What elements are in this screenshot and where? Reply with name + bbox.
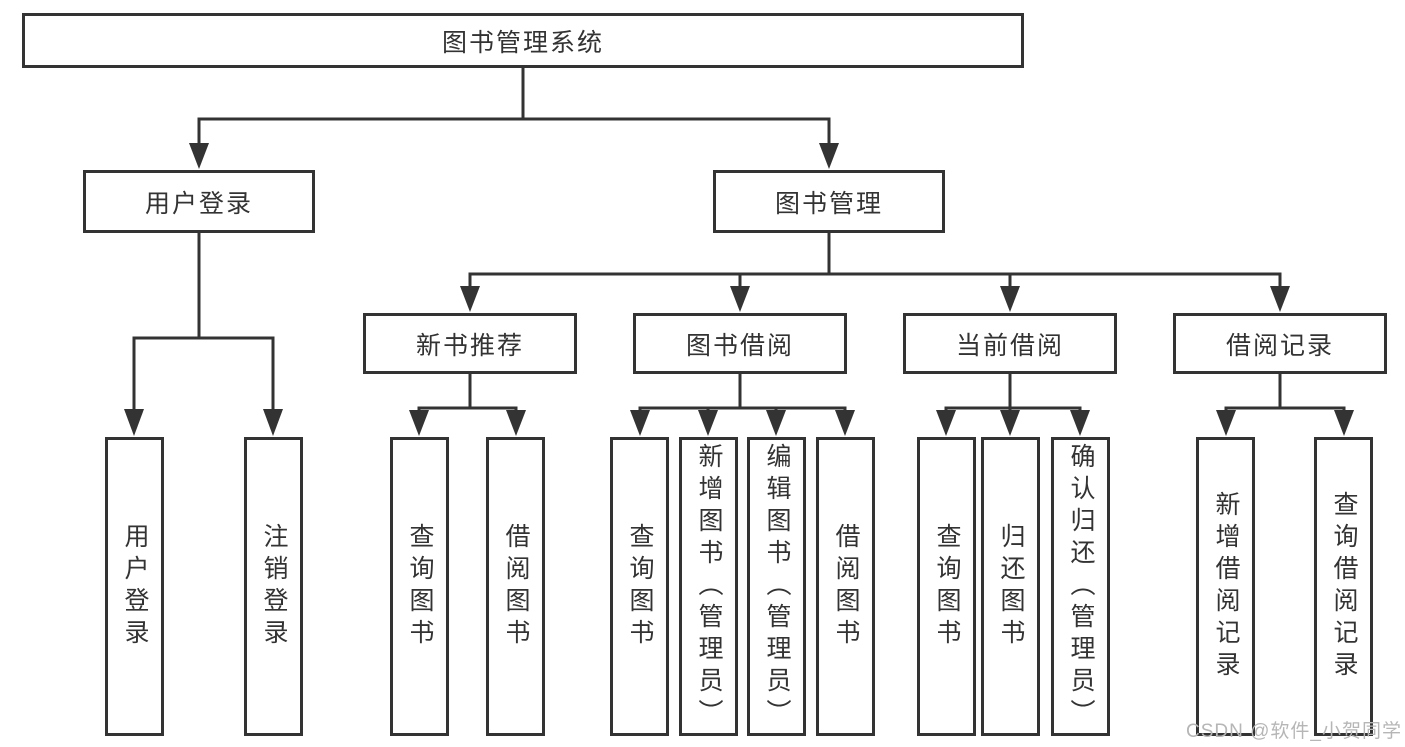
- node-leaf-return-books: 归还图书: [981, 437, 1040, 736]
- node-leaf-add-book-admin: 新增图书（管理员）: [679, 437, 738, 736]
- node-user-login-label: 用户登录: [144, 189, 253, 218]
- node-borrowing-records-label: 借阅记录: [1225, 331, 1334, 360]
- node-new-book-recommend-label: 新书推荐: [415, 331, 524, 360]
- node-library-system: 图书管理系统: [22, 13, 1024, 68]
- node-leaf-logout: 注销登录: [244, 437, 303, 736]
- node-leaf-confirm-return-admin: 确认归还（管理员）: [1051, 437, 1110, 736]
- node-book-borrowing: 图书借阅: [633, 313, 847, 374]
- node-leaf-user-login: 用户登录: [105, 437, 164, 736]
- node-leaf-query-books-current: 查询图书: [917, 437, 976, 736]
- node-leaf-add-borrow-record: 新增借阅记录: [1196, 437, 1255, 736]
- node-leaf-query-borrow-record: 查询借阅记录: [1314, 437, 1373, 736]
- node-leaf-borrow-books-recommend: 借阅图书: [486, 437, 545, 736]
- node-library-system-label: 图书管理系统: [441, 28, 604, 57]
- node-user-login: 用户登录: [83, 170, 315, 233]
- node-new-book-recommend: 新书推荐: [363, 313, 577, 374]
- node-leaf-borrow-books: 借阅图书: [816, 437, 875, 736]
- node-leaf-query-books-recommend: 查询图书: [390, 437, 449, 736]
- csdn-watermark: CSDN @软件_小贺同学: [1186, 721, 1402, 742]
- node-book-management-label: 图书管理: [774, 189, 883, 218]
- node-current-borrowing: 当前借阅: [903, 313, 1117, 374]
- node-borrowing-records: 借阅记录: [1173, 313, 1387, 374]
- node-leaf-query-books-borrow: 查询图书: [610, 437, 669, 736]
- node-book-borrowing-label: 图书借阅: [685, 331, 794, 360]
- node-current-borrowing-label: 当前借阅: [955, 331, 1064, 360]
- node-leaf-edit-book-admin: 编辑图书（管理员）: [747, 437, 806, 736]
- node-book-management: 图书管理: [713, 170, 945, 233]
